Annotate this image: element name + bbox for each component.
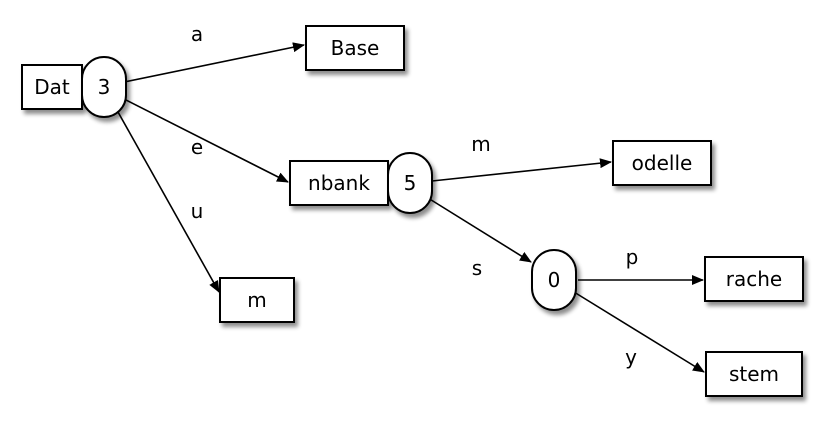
node-zero-label: 0	[548, 268, 561, 292]
edge-label-s: s	[472, 256, 482, 280]
node-stem: stem	[705, 351, 803, 397]
edge-label-u: u	[191, 199, 204, 223]
node-odelle-label: odelle	[632, 151, 693, 175]
edge-label-e: e	[191, 135, 203, 159]
edge-dat-m	[117, 111, 220, 293]
edge-label-p: p	[626, 245, 639, 269]
edge-labels: a e u m s p y	[191, 22, 639, 369]
node-nbank: nbank	[289, 160, 389, 206]
edges	[117, 42, 705, 373]
edge-dat-nbank	[121, 97, 289, 183]
node-base: Base	[305, 25, 405, 71]
node-nbank-count-label: 5	[404, 171, 417, 195]
edge-zero-stem	[573, 291, 705, 373]
edge-nbank-odelle	[431, 158, 612, 182]
node-rache: rache	[704, 256, 804, 302]
edge-label-a: a	[191, 22, 203, 46]
node-dat-count-label: 3	[98, 75, 111, 99]
nodes: Dat 3 Base nbank 5 m odelle	[21, 25, 804, 397]
node-odelle: odelle	[612, 140, 712, 186]
node-nbank-count: 5	[387, 152, 433, 214]
node-dat-label: Dat	[34, 75, 70, 99]
edge-nbank-zero	[427, 197, 532, 263]
edge-label-m: m	[471, 132, 490, 156]
edge-label-y: y	[625, 345, 637, 369]
node-zero: 0	[531, 249, 577, 311]
node-dat-count: 3	[81, 56, 127, 118]
node-base-label: Base	[331, 36, 380, 60]
node-dat: Dat	[21, 64, 83, 110]
node-m-label: m	[247, 288, 266, 312]
node-nbank-label: nbank	[308, 171, 370, 195]
node-stem-label: stem	[729, 362, 779, 386]
node-m: m	[219, 277, 295, 323]
edge-dat-base	[123, 42, 305, 83]
node-rache-label: rache	[726, 267, 782, 291]
